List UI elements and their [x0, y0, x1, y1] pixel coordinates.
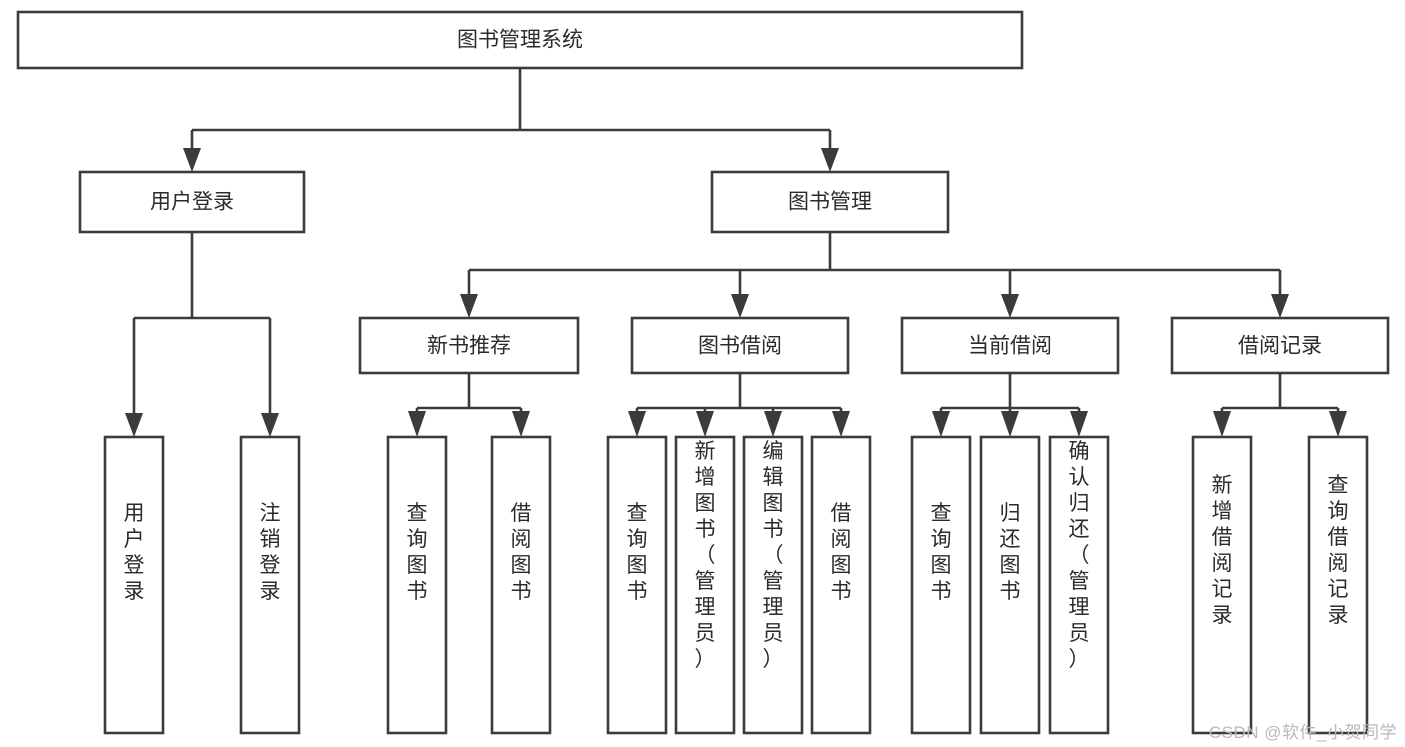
node-leaf-add-borrow-record-label: 新增借阅记录	[1212, 474, 1233, 627]
node-leaf-borrow-book-recommend-label: 借阅图书	[511, 502, 532, 603]
node-borrow-record-box[interactable]	[1170, 316, 1390, 375]
node-user-login[interactable]: 用户登录	[78, 170, 306, 234]
node-leaf-borrow-book-box[interactable]	[810, 435, 872, 735]
node-leaf-confirm-return-admin[interactable]: 确认归还（管理员）	[1048, 435, 1110, 735]
arrow-newbook-l1	[408, 411, 426, 437]
connector-group-user-login	[125, 232, 279, 437]
arrow-user-leaf1	[125, 413, 143, 437]
arrow-user-leaf2	[261, 413, 279, 437]
node-leaf-query-book-borrow-box[interactable]	[606, 435, 668, 735]
node-borrow-record-label: 借阅记录	[1238, 335, 1322, 358]
arrow-newbook-l2	[512, 411, 530, 437]
arrow-current-l3	[1070, 411, 1088, 437]
node-book-borrow-label: 图书借阅	[698, 335, 782, 358]
node-leaf-return-book-label: 归还图书	[1000, 502, 1021, 603]
connector-group-root	[183, 68, 839, 172]
node-new-book-recommend-label: 新书推荐	[427, 335, 511, 358]
node-book-management[interactable]: 图书管理	[710, 170, 950, 234]
node-leaf-edit-book-admin-box[interactable]	[742, 435, 804, 735]
node-leaf-query-book-borrow-label: 查询图书	[627, 502, 648, 603]
arrow-books-c2	[731, 294, 749, 318]
node-leaf-logout-label: 注销登录	[260, 502, 281, 603]
node-root[interactable]: 图书管理系统	[16, 10, 1024, 70]
arrow-books-c3	[1001, 294, 1019, 318]
node-leaf-add-book-admin-box[interactable]	[674, 435, 736, 735]
node-leaf-query-borrow-record[interactable]: 查询借阅记录	[1307, 435, 1369, 735]
node-leaf-confirm-return-admin-box[interactable]	[1048, 435, 1110, 735]
node-leaf-query-book-recommend[interactable]: 查询图书	[386, 435, 448, 735]
csdn-watermark: CSDN @软件_小贺同学	[1208, 723, 1397, 742]
node-user-login-box[interactable]	[78, 170, 306, 234]
node-leaf-add-book-admin-label: 新增图书（管理员）	[695, 440, 716, 671]
arrow-root-to-user	[183, 148, 201, 172]
arrow-books-c4	[1271, 294, 1289, 318]
connector-group-record	[1213, 373, 1347, 437]
node-user-login-label: 用户登录	[150, 191, 234, 214]
connector-group-book-mgmt	[460, 232, 1289, 318]
node-leaf-return-book-box[interactable]	[979, 435, 1041, 735]
node-leaf-query-book-recommend-label: 查询图书	[407, 502, 428, 603]
node-leaf-query-book-recommend-box[interactable]	[386, 435, 448, 735]
connector-group-new-book	[408, 373, 530, 437]
arrow-record-l1	[1213, 411, 1231, 437]
connector-group-borrow	[628, 373, 850, 437]
arrow-current-l2	[1001, 411, 1019, 437]
arrow-borrow-l4	[832, 411, 850, 437]
arrow-books-c1	[460, 294, 478, 318]
node-leaf-query-book-current-label: 查询图书	[931, 502, 952, 603]
node-leaf-borrow-book-recommend-box[interactable]	[490, 435, 552, 735]
node-borrow-record[interactable]: 借阅记录	[1170, 316, 1390, 375]
node-leaf-query-borrow-record-label: 查询借阅记录	[1328, 474, 1349, 627]
node-book-borrow[interactable]: 图书借阅	[630, 316, 850, 375]
node-leaf-query-book-borrow[interactable]: 查询图书	[606, 435, 668, 735]
node-new-book-recommend-box[interactable]	[358, 316, 580, 375]
arrow-root-to-books	[821, 148, 839, 172]
node-current-borrow-box[interactable]	[900, 316, 1120, 375]
node-book-management-box[interactable]	[710, 170, 950, 234]
node-leaf-user-login-box[interactable]	[103, 435, 165, 735]
node-leaf-return-book[interactable]: 归还图书	[979, 435, 1041, 735]
node-leaf-user-login-label: 用户登录	[124, 502, 145, 603]
arrow-borrow-l2	[696, 411, 714, 437]
node-leaf-borrow-book-label: 借阅图书	[831, 502, 852, 603]
arrow-borrow-l3	[764, 411, 782, 437]
arrow-borrow-l1	[628, 411, 646, 437]
node-leaf-add-borrow-record-box[interactable]	[1191, 435, 1253, 735]
node-root-label: 图书管理系统	[457, 29, 583, 52]
node-leaf-borrow-book-recommend[interactable]: 借阅图书	[490, 435, 552, 735]
node-leaf-query-book-current[interactable]: 查询图书	[910, 435, 972, 735]
node-new-book-recommend[interactable]: 新书推荐	[358, 316, 580, 375]
node-leaf-user-login[interactable]: 用户登录	[103, 435, 165, 735]
node-book-management-label: 图书管理	[788, 191, 872, 214]
node-root-box[interactable]	[16, 10, 1024, 70]
node-leaf-borrow-book[interactable]: 借阅图书	[810, 435, 872, 735]
node-leaf-query-borrow-record-box[interactable]	[1307, 435, 1369, 735]
arrow-record-l2	[1329, 411, 1347, 437]
node-leaf-add-book-admin[interactable]: 新增图书（管理员）	[674, 435, 736, 735]
node-leaf-query-book-current-box[interactable]	[910, 435, 972, 735]
node-leaf-logout-box[interactable]	[239, 435, 301, 735]
node-leaf-add-borrow-record[interactable]: 新增借阅记录	[1191, 435, 1253, 735]
node-leaf-edit-book-admin-label: 编辑图书（管理员）	[763, 440, 784, 671]
node-leaf-logout[interactable]: 注销登录	[239, 435, 301, 735]
node-book-borrow-box[interactable]	[630, 316, 850, 375]
arrow-current-l1	[932, 411, 950, 437]
node-leaf-edit-book-admin[interactable]: 编辑图书（管理员）	[742, 435, 804, 735]
connector-group-current	[932, 373, 1088, 437]
node-current-borrow-label: 当前借阅	[968, 335, 1052, 358]
node-leaf-confirm-return-admin-label: 确认归还（管理员）	[1069, 440, 1090, 671]
node-current-borrow[interactable]: 当前借阅	[900, 316, 1120, 375]
